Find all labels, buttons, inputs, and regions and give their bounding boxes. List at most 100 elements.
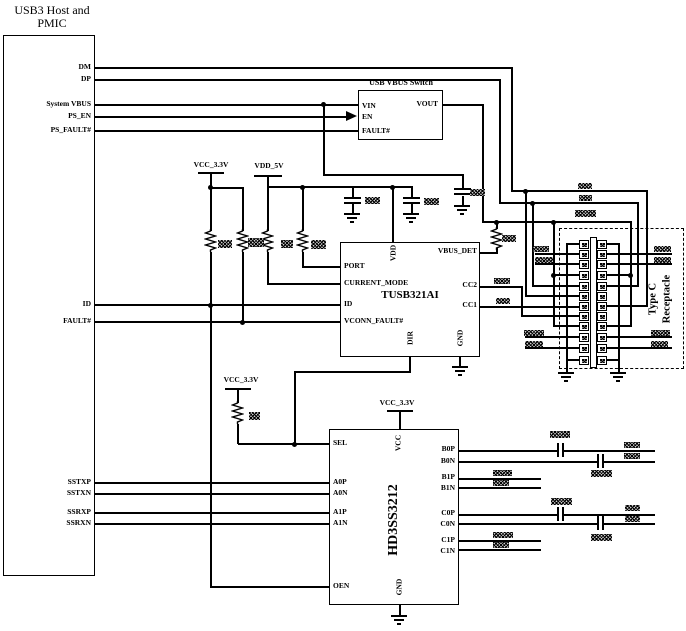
net-label-redacted <box>502 235 516 242</box>
mux-pin-c1p: C1P <box>441 535 455 544</box>
net-label-redacted <box>551 498 572 505</box>
receptacle-pin <box>597 312 607 321</box>
wire <box>607 336 672 338</box>
wire <box>95 512 330 514</box>
wire <box>95 130 358 132</box>
host-pin-fault: FAULT# <box>63 316 91 325</box>
wire <box>607 347 672 349</box>
receptacle-pin <box>597 333 607 342</box>
wire <box>525 347 579 349</box>
net-label-redacted <box>624 453 640 459</box>
wire <box>480 286 522 288</box>
ground-symbol <box>616 380 620 382</box>
net-label-redacted <box>493 470 512 476</box>
ground-symbol <box>457 209 467 211</box>
wire <box>480 252 497 254</box>
wire <box>403 197 420 199</box>
mux-pin-c0n: C0N <box>440 519 455 528</box>
ground-symbol <box>458 374 462 376</box>
ground-symbol <box>344 213 360 215</box>
wire <box>459 357 461 367</box>
tusb321ai-name: TUSB321AI <box>381 289 439 301</box>
receptacle-pin <box>579 333 589 342</box>
junction-dot <box>493 219 499 225</box>
junction-dot <box>389 184 395 190</box>
junction-dot <box>627 272 633 278</box>
resistor <box>236 229 249 252</box>
wire <box>294 371 296 445</box>
wire <box>403 202 420 204</box>
net-label-redacted <box>496 298 510 304</box>
receptacle-pin <box>579 271 589 280</box>
mux-pin-sel: SEL <box>333 438 348 447</box>
wire <box>618 243 620 373</box>
receptacle-pin <box>597 344 607 353</box>
en-arrow-icon <box>346 111 357 121</box>
wire <box>344 197 361 199</box>
receptacle-pin <box>579 322 589 331</box>
ground-symbol <box>610 372 626 374</box>
ground-symbol <box>347 217 357 219</box>
junction-dot <box>207 302 213 308</box>
ground-symbol <box>561 376 571 378</box>
net-label-redacted <box>365 197 380 204</box>
wire <box>267 252 269 285</box>
wire <box>557 443 559 457</box>
ground-symbol <box>454 205 470 207</box>
wire <box>294 371 411 373</box>
wire <box>210 187 244 189</box>
receptacle-label-line2: Receptacle <box>661 274 673 324</box>
wire <box>302 266 341 268</box>
wire <box>511 190 648 192</box>
wire <box>210 187 212 231</box>
host-title-line1: USB3 Host and <box>14 3 90 17</box>
junction-dot <box>320 101 326 107</box>
wire <box>499 79 501 204</box>
net-label-redacted <box>654 257 671 263</box>
receptacle-pin <box>597 282 607 291</box>
wire <box>604 523 655 525</box>
mux-pin-a0p: A0P <box>333 477 347 486</box>
wire <box>459 487 541 489</box>
wire <box>532 202 534 287</box>
vcc33-rail-label-2: VCC_3.3V <box>223 375 259 384</box>
wire <box>496 221 498 229</box>
wire <box>602 454 604 468</box>
wire <box>525 295 580 297</box>
net-label-redacted <box>651 341 668 347</box>
receptacle-pin <box>597 240 607 249</box>
wire <box>237 389 239 403</box>
wire <box>566 243 579 245</box>
wire <box>459 540 541 542</box>
junction-dot <box>550 219 556 225</box>
wire <box>352 203 354 214</box>
mux-pin-b0n: B0N <box>440 456 455 465</box>
junction-dot <box>299 184 305 190</box>
net-label-redacted <box>625 516 640 522</box>
wire <box>95 304 341 306</box>
net-label-redacted <box>625 505 640 511</box>
mux-pin-a1n: A1N <box>333 518 348 527</box>
ground-symbol <box>455 370 465 372</box>
wire <box>564 514 655 516</box>
mux-pin-b1p: B1P <box>441 472 455 481</box>
receptacle-pin <box>579 344 589 353</box>
resistor <box>261 229 274 252</box>
wire <box>210 252 212 588</box>
tusb-pin-gnd: GND <box>455 329 465 347</box>
mux-pin-b1n: B1N <box>440 483 455 492</box>
wire <box>646 190 648 307</box>
receptacle-pin <box>579 356 589 365</box>
wire <box>566 359 579 361</box>
net-label-redacted <box>533 246 549 252</box>
wire <box>521 315 580 317</box>
receptacle-pin <box>597 356 607 365</box>
wire <box>242 187 244 231</box>
net-label-redacted <box>579 195 592 201</box>
usb3-host-box <box>3 35 95 576</box>
mux-pin-b0p: B0P <box>441 444 455 453</box>
wire <box>392 186 394 243</box>
wire <box>238 443 330 445</box>
tusb-pin-id: ID <box>344 299 353 308</box>
junction-dot <box>239 319 245 325</box>
